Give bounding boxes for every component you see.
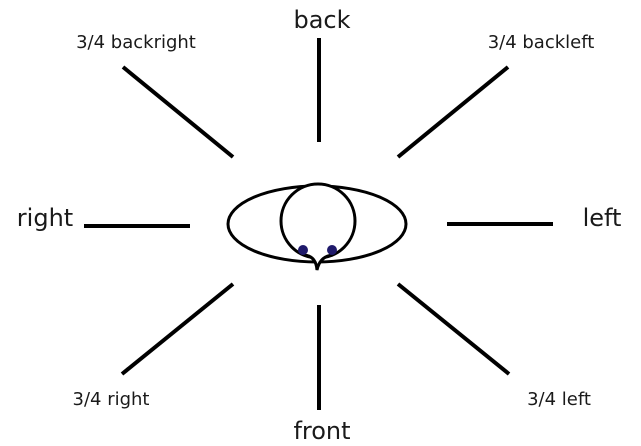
ray-3q-left xyxy=(398,284,509,374)
label-3q-backright: 3/4 backright xyxy=(76,32,196,53)
right-eye-icon xyxy=(327,245,337,255)
head-circle xyxy=(281,184,355,258)
ray-backleft xyxy=(398,67,508,157)
label-left: left xyxy=(583,204,622,232)
label-right: right xyxy=(17,204,73,232)
left-eye-icon xyxy=(298,245,308,255)
ray-backright xyxy=(123,67,233,157)
label-3q-left: 3/4 left xyxy=(527,389,591,410)
label-back: back xyxy=(293,6,350,34)
label-3q-backleft: 3/4 backleft xyxy=(488,32,595,53)
head-top-view xyxy=(228,184,406,270)
label-front: front xyxy=(293,417,350,445)
label-3q-right: 3/4 right xyxy=(73,389,150,410)
ray-3q-right xyxy=(122,284,233,374)
